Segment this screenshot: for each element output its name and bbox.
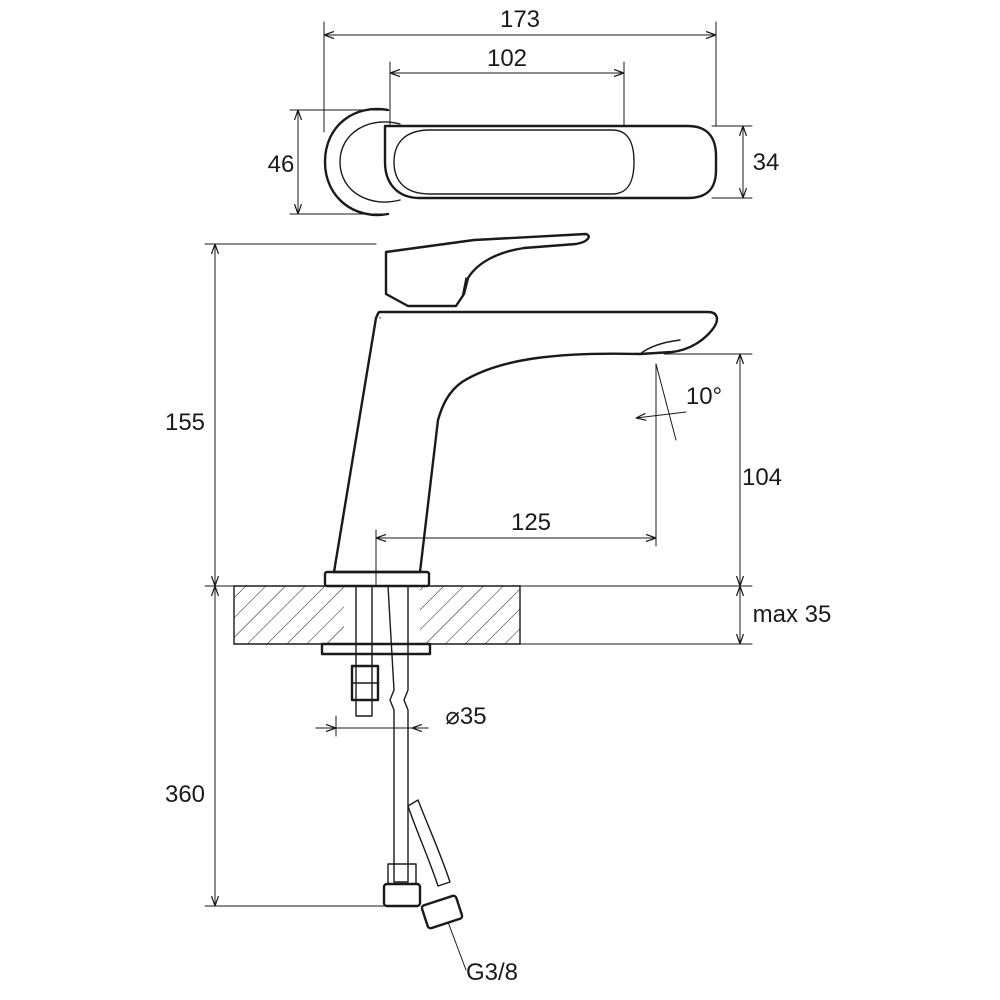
lever-handle-edge xyxy=(461,277,467,299)
dimension-hose-length: 360 xyxy=(165,781,205,808)
dimension-base-height: 46 xyxy=(268,151,295,178)
thread-leader-line xyxy=(447,921,467,971)
supply-hoses xyxy=(382,585,464,930)
countertop-hatch-right xyxy=(420,586,520,644)
mounting-hardware xyxy=(320,585,432,717)
countertop-hatch-left xyxy=(234,586,344,644)
dimension-deck-thickness: max 35 xyxy=(753,601,832,628)
top-view-base-ring xyxy=(339,121,401,203)
dimension-hole-diameter: ⌀35 xyxy=(445,703,486,730)
supply-hose-left xyxy=(387,585,409,883)
hose-fitting-right xyxy=(420,894,464,930)
mounting-plate xyxy=(320,642,432,656)
threaded-rod xyxy=(355,585,373,717)
dimension-spout-top-length: 102 xyxy=(487,45,527,72)
base-flange xyxy=(323,570,431,588)
thread-size-label: G3/8 xyxy=(466,959,518,986)
lever-handle xyxy=(384,232,590,308)
faucet-body xyxy=(332,310,719,574)
countertop-section xyxy=(233,585,521,645)
supply-hose-right xyxy=(407,799,451,887)
top-view-dimensions: 173 102 46 34 xyxy=(268,6,780,215)
top-view-lever-inner xyxy=(393,129,635,195)
angle-line xyxy=(655,363,677,441)
dimension-overall-length: 173 xyxy=(500,6,540,33)
top-view xyxy=(323,107,718,217)
spout-underside xyxy=(639,339,681,355)
hose-fitting-left xyxy=(382,882,422,908)
top-view-lever-outline xyxy=(383,124,718,200)
dimension-spout-reach: 125 xyxy=(511,509,551,536)
dimension-outlet-height: 104 xyxy=(742,464,782,491)
hose-ferrule xyxy=(387,863,417,885)
dimension-spout-height: 34 xyxy=(753,149,780,176)
angle-arc-line xyxy=(636,411,687,418)
top-view-base-rosette xyxy=(323,107,390,217)
dimension-spout-angle: 10° xyxy=(686,383,722,410)
side-view-dimensions: 155 360 104 max 35 125 10° ⌀35 G3/8 xyxy=(165,243,832,986)
dimension-total-height: 155 xyxy=(165,409,205,436)
